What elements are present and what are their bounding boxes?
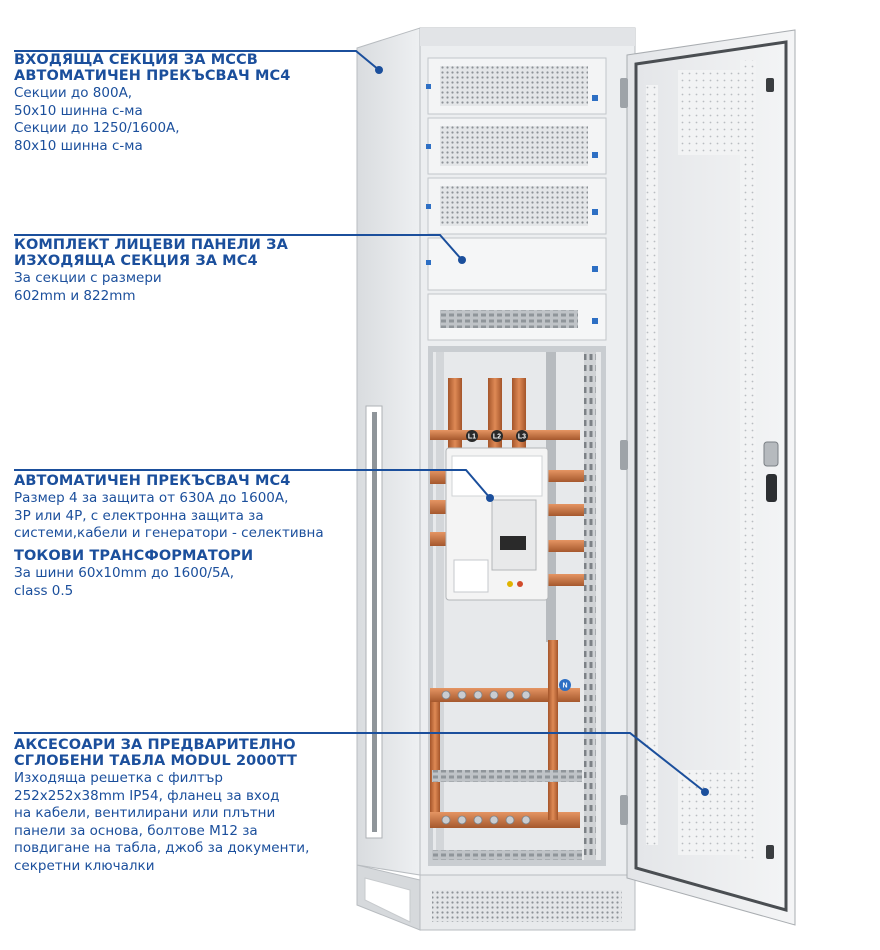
callout-body-line: повдигане на табла, джоб за документи, — [14, 840, 310, 856]
callout-body-line: 50x10 шинна с-ма — [14, 102, 143, 119]
callout-title-line: ИЗХОДЯЩА СЕКЦИЯ ЗА MC4 — [14, 253, 258, 269]
door-handle-icon — [763, 441, 779, 502]
copper-busbars — [430, 378, 584, 860]
callout-body-line: Секции до 1250/1600А, — [14, 120, 180, 136]
din-rail-icon — [440, 310, 578, 328]
callout-leader-lines — [14, 50, 706, 793]
phase-labels: L1 L2 L3 N — [466, 430, 571, 691]
callout-body-line: 3P или 4P, с електронна защита за — [14, 507, 264, 524]
callout-body-line: class 0.5 — [14, 582, 74, 599]
callout-body-line: секретни ключалки — [14, 857, 155, 874]
callout-incoming-section: ВХОДЯЩА СЕКЦИЯ ЗА MCCB АВТОМАТИЧЕН ПРЕКЪ… — [14, 52, 314, 155]
busbar-bolt-icon — [441, 690, 531, 825]
callout-body-line: 252x252x38mm IP54, фланец за вход — [14, 787, 280, 804]
door-hinge-icon — [620, 78, 628, 825]
door-lock-bottom-icon — [766, 845, 774, 859]
phase-label-l1: L1 — [468, 434, 476, 441]
callout-title-line: КОМПЛЕКТ ЛИЦЕВИ ПАНЕЛИ ЗА — [14, 237, 288, 253]
phase-label-l2: L2 — [493, 434, 501, 441]
door-lock-top-icon — [766, 78, 774, 92]
callout-body-line: Размер 4 за защита от 630А до 1600А, — [14, 490, 289, 506]
circuit-breaker — [445, 447, 549, 601]
callout-body-line: системи,кабели и генератори - селективна — [14, 525, 324, 541]
callout-body-line: За секции с размери — [14, 270, 162, 286]
cabinet-side-panel — [356, 27, 421, 876]
callout-title-line: АВТОМАТИЧЕН ПРЕКЪСВАЧ MC4 — [14, 473, 291, 489]
cabinet-door — [620, 29, 796, 926]
callout-body-line: панели за основа, болтове М12 за — [14, 822, 258, 839]
callout-body-line: Изходяща решетка с филтър — [14, 770, 224, 786]
neutral-label: N — [562, 683, 567, 690]
callout-circuit-breaker: АВТОМАТИЧЕН ПРЕКЪСВАЧ MC4 Размер 4 за за… — [14, 473, 344, 543]
callout-title-line: АКСЕСОАРИ ЗА ПРЕДВАРИТЕЛНО — [14, 737, 296, 753]
callout-body-line: на кабели, вентилирани или плътни — [14, 805, 276, 821]
callout-front-panels: КОМПЛЕКТ ЛИЦЕВИ ПАНЕЛИ ЗА ИЗХОДЯЩА СЕКЦИ… — [14, 237, 314, 305]
callout-current-transformers: ТОКОВИ ТРАНСФОРМАТОРИ За шини 60x10mm до… — [14, 548, 314, 600]
callout-body-line: За шини 60x10mm до 1600/5A, — [14, 565, 235, 581]
callout-body-line: 602mm и 822mm — [14, 287, 136, 304]
incoming-section-panels — [426, 57, 607, 341]
callout-title-line: СГЛОБЕНИ ТАБЛА MODUL 2000TT — [14, 753, 298, 769]
callout-title-line: АВТОМАТИЧЕН ПРЕКЪСВАЧ MC4 — [14, 68, 291, 84]
callout-body-line: 80x10 шинна с-ма — [14, 137, 143, 154]
callout-title-line: ВХОДЯЩА СЕКЦИЯ ЗА MCCB — [14, 52, 258, 68]
callout-accessories: АКСЕСОАРИ ЗА ПРЕДВАРИТЕЛНО СГЛОБЕНИ ТАБЛ… — [14, 737, 324, 875]
callout-body-line: Секции до 800А, — [14, 85, 133, 101]
dot-marker-icon — [375, 66, 709, 796]
phase-label-l3: L3 — [518, 434, 526, 441]
callout-title-line: ТОКОВИ ТРАНСФОРМАТОРИ — [14, 548, 254, 564]
cabinet-plinth — [356, 864, 636, 931]
